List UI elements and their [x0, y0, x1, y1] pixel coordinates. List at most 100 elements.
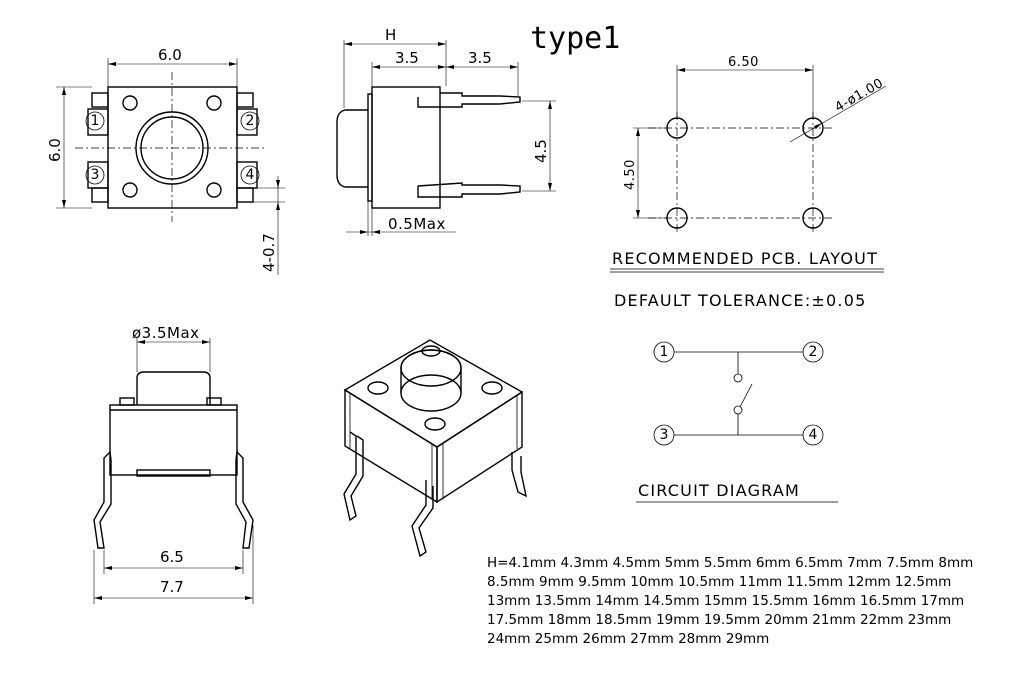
side-view: H 3.5 3.5 4.5 0.5Max [336, 26, 556, 236]
tolerance-note: DEFAULT TOLERANCE:±0.05 [614, 291, 866, 310]
pin-marker-2 [240, 111, 260, 131]
front-lead-left [93, 450, 112, 549]
arrowhead [137, 340, 145, 344]
arrowhead [438, 65, 446, 69]
iso-right-face [436, 390, 523, 504]
arrowhead [814, 123, 822, 129]
arrowhead [636, 128, 640, 136]
circuit-pin-label: 3 [660, 427, 669, 443]
pin-marker-4 [240, 165, 260, 185]
circuit-caption: CIRCUIT DIAGRAM [638, 481, 800, 500]
height-options-line: 13mm 13.5mm 14mm 14.5mm 15mm 15.5mm 16mm… [487, 593, 964, 609]
arrowhead [104, 566, 112, 570]
iso-post-dot [424, 417, 446, 431]
height-options-line: 24mm 25mm 26mm 27mm 28mm 29mm [487, 631, 769, 647]
pcb-layout: 6.50 4.50 4-ø1.00 RECOMMENDED PCB. LAYOU… [610, 55, 886, 310]
dim-vertical-label: 4.5 [532, 139, 550, 163]
pin-label: 4 [246, 167, 255, 183]
arrowhead [245, 596, 253, 600]
front-diameter-label: ø3.5Max [132, 324, 200, 342]
pcb-hole [666, 117, 688, 139]
pcb-height-label: 4.50 [623, 159, 638, 190]
front-lead-right [235, 450, 254, 549]
side-lead-bottom [417, 182, 521, 198]
height-options-line: 8.5mm 9mm 9.5mm 10mm 10.5mm 11mm 11.5mm … [487, 574, 951, 590]
post-dot [122, 182, 138, 198]
pin-marker-3 [85, 165, 105, 185]
switch-contact [733, 373, 743, 383]
front-actuator [136, 371, 211, 405]
arrowhead [548, 183, 552, 191]
circuit-pin-label: 4 [809, 427, 818, 443]
arrowhead [276, 180, 280, 188]
front-base [136, 469, 211, 477]
isometric-view [343, 339, 527, 558]
iso-leg [411, 480, 434, 558]
lead-pad-1 [87, 108, 109, 136]
arrowhead [62, 87, 66, 95]
arrowhead [438, 42, 446, 46]
switch-contact [733, 405, 743, 415]
lead-top-left [91, 92, 109, 108]
iso-actuator-top [400, 349, 462, 387]
arrowhead [344, 42, 352, 46]
arrowhead [446, 65, 454, 69]
drawing-title: type1 [530, 21, 620, 56]
dim-max-label: 0.5Max [388, 215, 446, 233]
height-options: H=4.1mm 4.3mm 4.5mm 5mm 5.5mm 6mm 6.5mm … [487, 555, 973, 647]
dim-height-label: 6.0 [46, 138, 64, 162]
side-lead-top [417, 92, 521, 108]
front-inner-width-label: 6.5 [160, 548, 184, 566]
arrowhead [94, 596, 102, 600]
pin-label: 1 [91, 113, 100, 129]
front-post [119, 397, 135, 406]
arrowhead [62, 200, 66, 208]
front-view: ø3.5Max 6.5 7.7 [93, 324, 254, 604]
arrowhead [276, 202, 280, 210]
hole-leader [789, 85, 887, 143]
iso-leg [343, 431, 364, 522]
arrowhead [548, 101, 552, 109]
lead-pad-4 [236, 161, 258, 189]
arrowhead [229, 62, 237, 66]
arrowhead [636, 210, 640, 218]
arrowhead [360, 230, 368, 234]
pcb-hole-label: 4-ø1.00 [833, 76, 887, 116]
arrowhead [372, 230, 380, 234]
iso-post-dot [421, 345, 441, 357]
switch-arm [739, 383, 753, 408]
front-body [109, 404, 238, 476]
lead-top-right [236, 92, 254, 108]
height-options-line: 17.5mm 18mm 18.5mm 19mm 19.5mm 20mm 21mm… [487, 612, 951, 628]
dim-left-label: 3.5 [395, 49, 419, 67]
post-dot [206, 95, 222, 111]
pcb-width-label: 6.50 [728, 55, 759, 70]
dim-right-label: 3.5 [468, 49, 492, 67]
pcb-hole [802, 207, 824, 229]
iso-post-dot [481, 381, 503, 395]
dim-lead-label: 4-0.7 [260, 233, 278, 272]
pin-marker-1 [85, 111, 105, 131]
lead-bottom-left [91, 187, 109, 203]
side-body [371, 86, 441, 209]
lead-pad-3 [87, 161, 109, 189]
dim-h-label: H [385, 26, 396, 44]
side-plate [367, 93, 373, 202]
height-options-line: H=4.1mm 4.3mm 4.5mm 5mm 5.5mm 6mm 6.5mm … [487, 555, 973, 571]
circuit-pin-label: 2 [809, 344, 818, 360]
circuit-diagram: 1 2 3 4 CIRCUIT DIAGRAM [636, 341, 838, 503]
side-actuator [336, 109, 368, 188]
post-dot [122, 95, 138, 111]
iso-post-dot [367, 381, 389, 395]
arrowhead [202, 340, 210, 344]
arrowhead [677, 68, 685, 72]
lead-bottom-right [236, 187, 254, 203]
top-view: 1 2 3 4 6.0 6.0 4-0.7 [46, 46, 285, 275]
front-post [206, 397, 222, 406]
arrowhead [805, 68, 813, 72]
pcb-hole [802, 117, 824, 139]
pin-label: 2 [246, 113, 255, 129]
lead-pad-2 [236, 108, 258, 136]
iso-left-face [344, 388, 438, 504]
